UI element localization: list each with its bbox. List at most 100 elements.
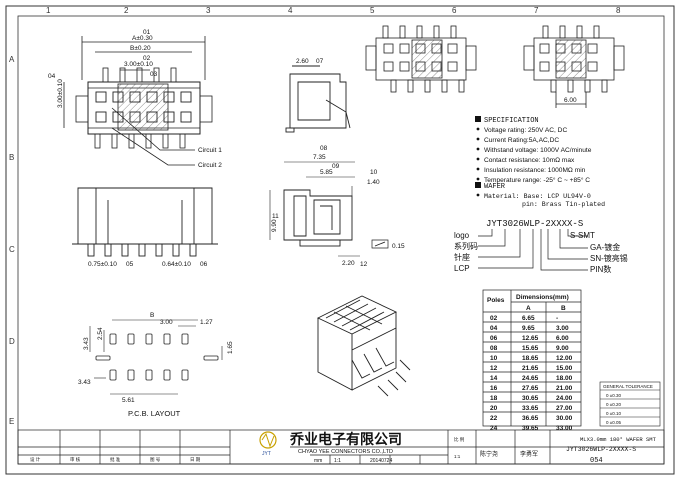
designer-name: 陈宁尧: [480, 450, 498, 458]
drawing-date: 20140724: [370, 458, 392, 464]
table-cell-b: 27.00: [556, 405, 573, 412]
spec-line: Current Rating:5A,AC,DC: [484, 137, 559, 144]
pcb-dim-2-54: 2.54: [97, 327, 104, 340]
pcb-pads-row1: [109, 333, 189, 345]
drawing-scale: 1:1: [334, 458, 341, 464]
company-name-en: CHYAO YEE CONNECTORS CO.,LTD: [298, 449, 393, 455]
cavities-top: [95, 91, 192, 123]
tolerance-box: GENERAL TOLERANCE 0 ±0.30 0 ±0.20 0 ±0.1…: [599, 381, 661, 427]
spec-line: Insulation resistance: 1000MΩ min: [484, 167, 586, 174]
table-header-poles: Poles: [487, 297, 505, 304]
top-view-labels: A±0.30 B±0.20 3.00±0.10 3.00±0.10 01 02 …: [48, 29, 222, 169]
zone-label: C: [9, 245, 15, 254]
part-number-breakdown: JYT3026WLP-2XXXX-S logo 系列码 针座 LCP S-SMT…: [454, 219, 628, 274]
table-cell-poles: 12: [490, 365, 498, 372]
front-view-labels: 0.75±0.10 05 0.64±0.10 06: [88, 261, 208, 268]
table-cell-b: 33.00: [556, 425, 573, 432]
table-cell-a: 39.65: [522, 425, 539, 432]
pcb-dim-5-61: 5.61: [122, 397, 135, 404]
section-view-labels: 7.35 5.85 1.40 9.90 0.15 2.20 08 09 10 1…: [271, 145, 405, 268]
marker-06: 06: [200, 261, 208, 268]
dim-2-60: 2.60: [296, 58, 309, 65]
front-pins: [87, 243, 197, 257]
zone-label: 8: [616, 6, 621, 15]
tolerance-row: 0 ±0.30: [606, 393, 621, 398]
zone-label: B: [9, 153, 14, 162]
zone-label: 4: [288, 6, 293, 15]
marker-10: 10: [370, 169, 378, 176]
zone-label: 2: [124, 6, 129, 15]
dim-6-00: 6.00: [564, 97, 577, 104]
wafer-line: pin: Brass Tin-plated: [522, 201, 605, 208]
table-cell-poles: 20: [490, 405, 498, 412]
zone-labels-side: A B C D E: [9, 55, 15, 426]
zone-label: 5: [370, 6, 375, 15]
drawing-number: 054: [590, 457, 603, 465]
tolerance-row: 0 ±0.20: [606, 402, 621, 407]
dim-5-85: 5.85: [320, 169, 333, 176]
spec-line: Temperature range: -25° C ~ +85° C: [484, 176, 590, 184]
marker-07: 07: [316, 58, 324, 65]
marker-08: 08: [320, 145, 328, 152]
pcb-dim-1-27: 1.27: [200, 319, 213, 326]
table-cell-poles: 24: [490, 425, 498, 432]
table-cell-a: 18.65: [522, 355, 539, 362]
dim-row-pitch: 3.00±0.10: [57, 79, 64, 108]
marker-02: 02: [143, 55, 151, 62]
marker-11: 11: [272, 213, 279, 220]
table-cell-b: 30.00: [556, 415, 573, 422]
side-view-small-labels: 2.60 07: [296, 58, 324, 65]
pcb-dim-1-65: 1.65: [227, 341, 234, 354]
table-cell-b: 12.00: [556, 355, 573, 362]
wafer-line: Material: Base: LCP UL94V-0: [484, 193, 591, 200]
table-cell-poles: 08: [490, 345, 498, 352]
part-number-code: JYT3026WLP-2XXXX-S: [486, 219, 583, 229]
marker-03: 03: [150, 71, 158, 78]
pcb-pads-row2: [95, 355, 219, 361]
table-cell-a: 33.65: [522, 405, 539, 412]
marker-12: 12: [360, 261, 368, 268]
zone-label: 7: [534, 6, 539, 15]
right-top-view-1: [365, 25, 477, 93]
tolerance-title: GENERAL TOLERANCE: [603, 384, 653, 389]
spec-bullet: [475, 116, 481, 122]
bottom-pins: [94, 133, 186, 149]
dim-7-35: 7.35: [313, 154, 326, 161]
table-header-dims: Dimensions(mm): [516, 294, 569, 301]
pn-label-left: logo: [454, 231, 470, 240]
table-cell-b: -: [556, 315, 558, 322]
pn-label-left: 针座: [454, 252, 470, 262]
pn-label-left: 系列码: [454, 241, 478, 251]
top-view: [63, 36, 213, 166]
marker-04: 04: [48, 73, 56, 80]
section-view: [269, 161, 389, 257]
right-top-view-2: [523, 25, 625, 108]
dim-b: B±0.20: [130, 45, 151, 52]
table-cell-poles: 10: [490, 355, 498, 362]
dim-a: A±0.30: [132, 35, 153, 42]
table-header-a: A: [526, 305, 531, 312]
isometric-view: [316, 295, 411, 397]
table-cell-b: 6.00: [556, 335, 569, 342]
title-small-label: 比 例: [454, 436, 465, 443]
pn-label-right: SN-镀亮锡: [590, 253, 628, 263]
marker-05: 05: [126, 261, 134, 268]
company-name-cn: 乔业电子有限公司: [289, 431, 402, 447]
table-cell-a: 15.65: [522, 345, 539, 352]
pcb-layout-labels: B 3.00 1.27 2.54 3.43 1.65 3.43 5.61 P.C…: [78, 312, 234, 418]
table-cell-a: 30.65: [522, 395, 539, 402]
title-block: JYT 乔业电子有限公司 CHYAO YEE CONNECTORS CO.,LT…: [17, 429, 665, 465]
table-cell-a: 24.65: [522, 375, 539, 382]
dim-0-64: 0.64±0.10: [162, 261, 191, 268]
tolerance-row: 0 ±0.05: [606, 420, 621, 425]
title-small-label: 批 准: [110, 456, 121, 463]
table-cell-poles: 16: [490, 385, 498, 392]
title-small-label: 图 号: [150, 457, 161, 463]
pcb-layout-title: P.C.B. LAYOUT: [128, 409, 181, 418]
pcb-dim-3-00: 3.00: [160, 319, 173, 326]
unit-label: mm: [314, 458, 322, 464]
title-small-label: 审 核: [70, 456, 81, 463]
dim-2-20: 2.20: [342, 260, 355, 267]
